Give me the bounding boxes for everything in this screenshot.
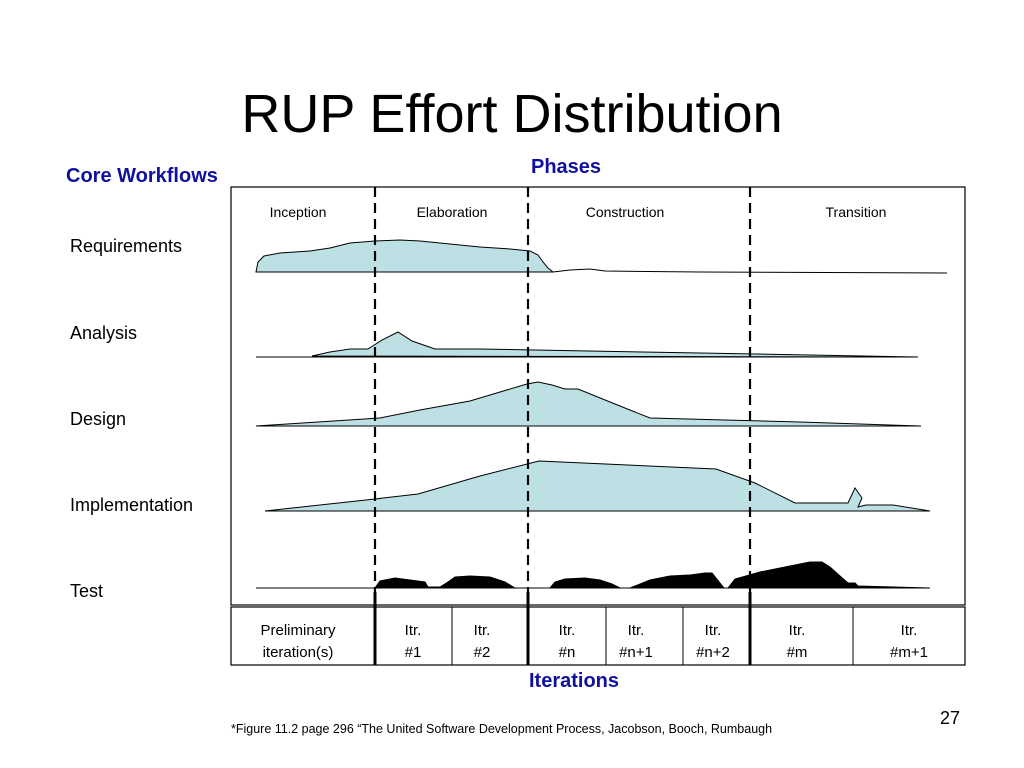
phase-frame	[230, 186, 966, 606]
workflow-label-implementation: Implementation	[70, 495, 194, 515]
iteration-frame	[230, 606, 966, 666]
iteration-label-m1-line1: Itr.	[901, 622, 918, 639]
iteration-label-n1-line1: Itr.	[628, 622, 645, 639]
analysis-effort-curve	[311, 331, 919, 358]
iteration-label-1-line2: #1	[405, 644, 422, 661]
iteration-label-2-line1: Itr.	[474, 622, 491, 639]
slide-title: RUP Effort Distribution	[241, 84, 783, 144]
workflow-label-requirements: Requirements	[70, 236, 183, 256]
design-effort-curve	[255, 381, 922, 427]
implementation-effort-curve	[264, 460, 931, 512]
phases-label: Phases	[531, 156, 602, 178]
requirements-effort-curve	[255, 239, 555, 273]
phase-label-transition: Transition	[826, 204, 887, 220]
workflow-label-analysis: Analysis	[70, 323, 138, 343]
test-effort-curve	[374, 561, 931, 589]
iteration-label-m-line2: #m	[787, 644, 808, 661]
iteration-label-preliminary-line1: Preliminary	[260, 622, 336, 639]
iterations-label: Iterations	[529, 670, 620, 692]
iteration-label-m1-line2: #m+1	[890, 644, 928, 661]
iteration-label-m-line1: Itr.	[789, 622, 806, 639]
iteration-label-n2-line1: Itr.	[705, 622, 722, 639]
iteration-label-n-line1: Itr.	[559, 622, 576, 639]
iteration-label-preliminary-line2: iteration(s)	[263, 644, 334, 661]
phase-label-inception: Inception	[270, 204, 327, 220]
footnote: *Figure 11.2 page 296 “The United Softwa…	[231, 722, 773, 736]
phase-label-construction: Construction	[586, 204, 665, 220]
iteration-label-1-line1: Itr.	[405, 622, 422, 639]
iteration-label-n1-line2: #n+1	[619, 644, 653, 661]
iteration-label-n2-line2: #n+2	[696, 644, 730, 661]
phase-label-elaboration: Elaboration	[417, 204, 488, 220]
iteration-label-n-line2: #n	[559, 644, 576, 661]
requirements-baseline	[552, 268, 948, 274]
page-number: 27	[940, 708, 961, 728]
workflow-label-design: Design	[70, 409, 127, 429]
iteration-label-2-line2: #2	[474, 644, 491, 661]
core-workflows-label: Core Workflows	[66, 165, 218, 187]
workflow-label-test: Test	[70, 581, 104, 601]
